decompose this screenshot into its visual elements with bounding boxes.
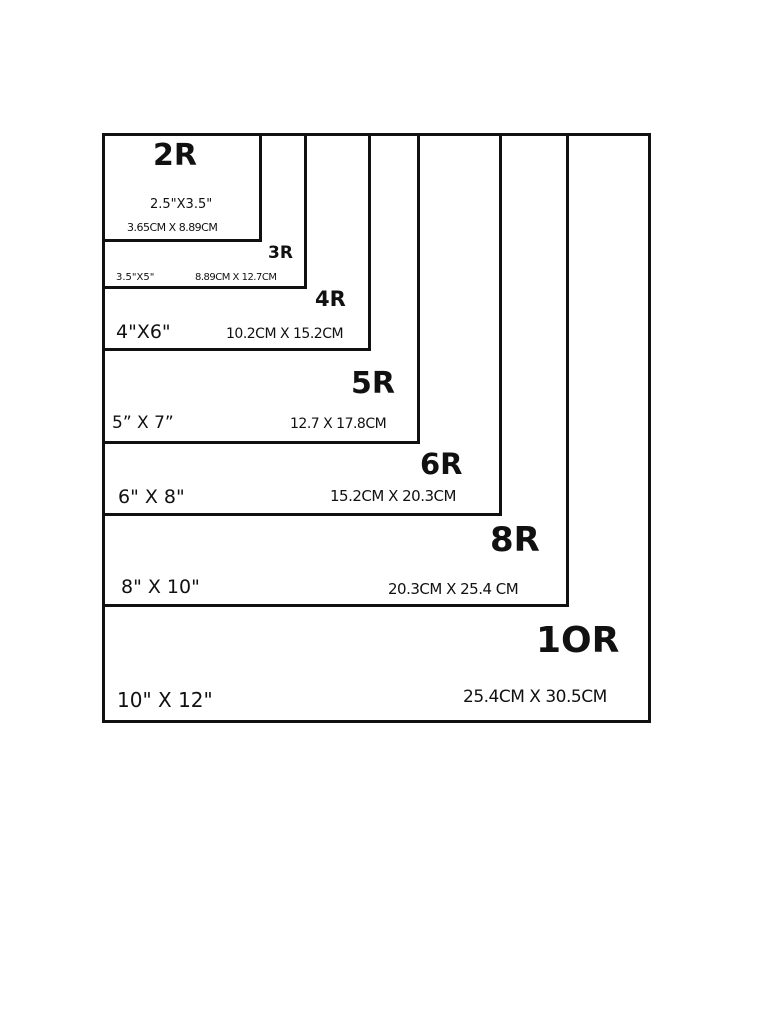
size-inches-6r: 6" X 8" [118, 486, 185, 508]
size-cm-3r: 8.89CM X 12.7CM [195, 272, 277, 283]
size-cm-5r: 12.7 X 17.8CM [290, 416, 387, 432]
size-cm-10r: 25.4CM X 30.5CM [463, 687, 607, 707]
size-inches-5r: 5” X 7” [112, 413, 174, 433]
size-code-6r: 6R [420, 447, 463, 481]
size-code-4r: 4R [315, 287, 346, 311]
size-inches-2r: 2.5"X3.5" [150, 197, 213, 212]
size-code-5r: 5R [351, 366, 395, 401]
size-code-3r: 3R [268, 243, 293, 263]
size-cm-8r: 20.3CM X 25.4 CM [388, 580, 519, 598]
size-cm-4r: 10.2CM X 15.2CM [226, 326, 344, 342]
size-inches-3r: 3.5"X5" [116, 272, 155, 283]
size-cm-6r: 15.2CM X 20.3CM [330, 487, 456, 505]
size-cm-2r: 3.65CM X 8.89CM [127, 221, 218, 234]
size-box-2r [102, 133, 262, 242]
size-inches-8r: 8" X 10" [121, 576, 200, 598]
size-inches-4r: 4"X6" [116, 321, 171, 343]
size-code-8r: 8R [490, 520, 540, 560]
size-code-2r: 2R [153, 138, 197, 173]
size-code-10r: 1OR [536, 620, 620, 661]
size-inches-10r: 10" X 12" [117, 688, 213, 712]
